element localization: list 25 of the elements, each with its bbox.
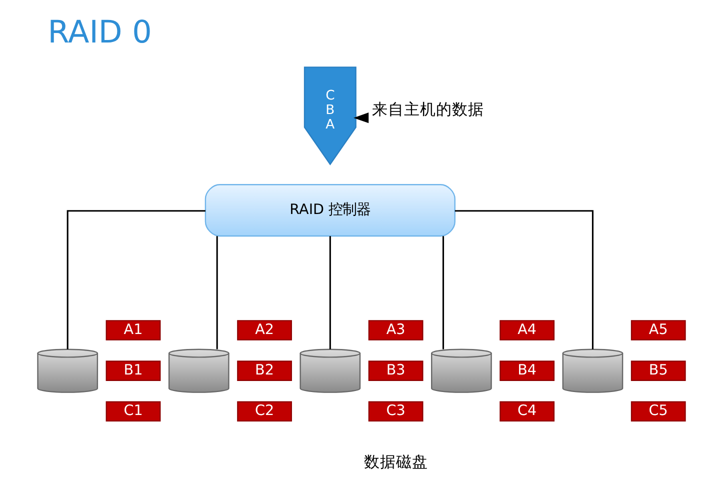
node-box: A3 xyxy=(368,320,423,340)
node-box: A5 xyxy=(630,320,686,340)
node-box: B5 xyxy=(630,360,686,381)
connector xyxy=(454,210,593,350)
node-box: A4 xyxy=(499,320,554,340)
arrow xyxy=(353,112,368,124)
connector xyxy=(442,236,444,350)
connector xyxy=(216,236,218,350)
node-box: B4 xyxy=(499,360,554,381)
node-box: RAID 控制器 xyxy=(204,184,455,237)
node-box: C3 xyxy=(368,401,423,422)
connector xyxy=(66,210,205,350)
node-box: B2 xyxy=(236,360,292,381)
node-box: C5 xyxy=(630,401,686,422)
diagram-title: RAID 0 xyxy=(47,14,152,50)
node-box: B3 xyxy=(368,360,423,381)
node-box: B1 xyxy=(105,360,160,381)
connector xyxy=(328,236,330,350)
node-box: A2 xyxy=(236,320,292,340)
label: 数据磁盘 xyxy=(363,452,428,471)
node-box: C4 xyxy=(499,401,554,422)
node-box: A1 xyxy=(105,320,160,340)
node-text: 来自主机的数据 xyxy=(372,100,484,119)
node-box: C2 xyxy=(236,401,292,422)
node-box: C1 xyxy=(105,401,160,422)
